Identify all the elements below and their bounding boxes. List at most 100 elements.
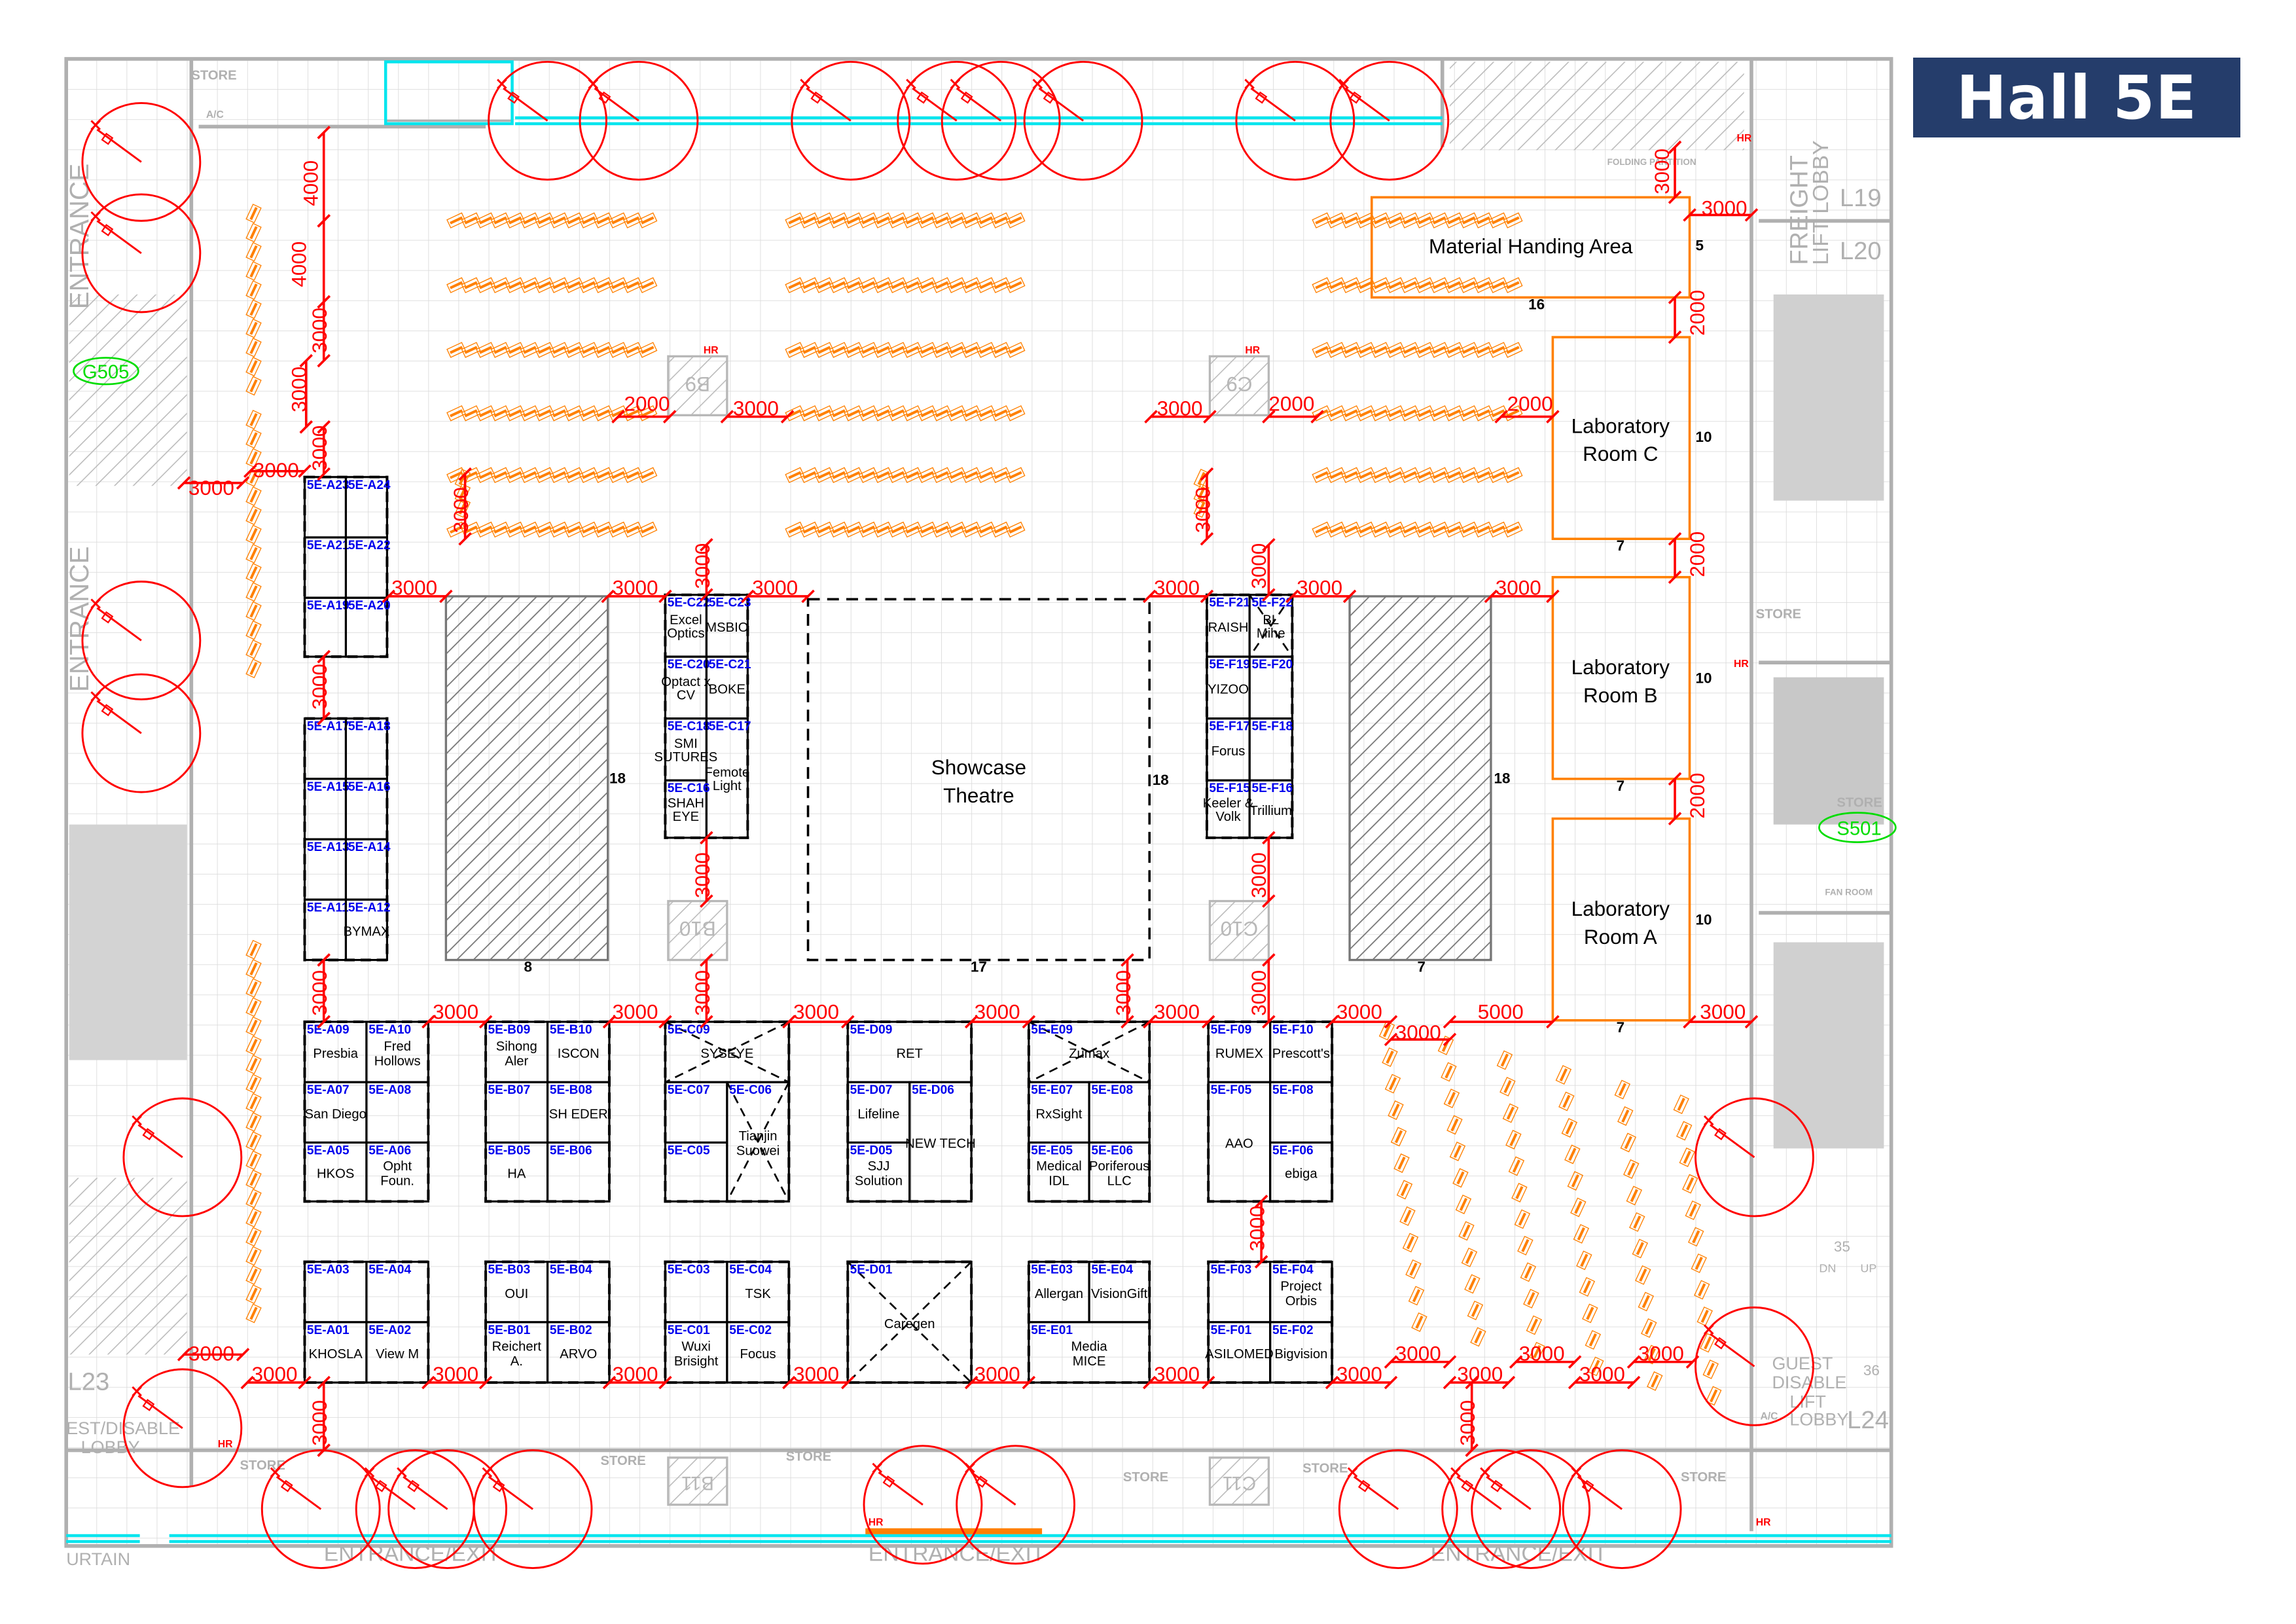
booth-5e-c03[interactable]: 5E-C03 [664,1261,728,1324]
booth-5e-b07[interactable]: 5E-B07 [484,1081,549,1144]
booth-cell[interactable] [664,779,708,839]
booth-5e-c07[interactable]: 5E-C07 [664,1081,728,1144]
booth-cell[interactable] [365,1321,429,1384]
booth-5e-a13[interactable]: 5E-A13 [303,838,350,901]
booth-5e-c05[interactable]: 5E-C05 [664,1141,728,1203]
booth-5e-a22[interactable]: 5E-A22 [344,536,391,599]
booth-5e-a04[interactable]: 5E-A04 [365,1261,429,1324]
booth-5e-a17[interactable]: 5E-A17 [303,717,350,780]
booth-cell[interactable] [1028,1321,1151,1384]
booth-5e-a18[interactable]: 5E-A18 [344,717,391,780]
booth-cell[interactable] [846,1141,911,1203]
booth-cell[interactable] [726,1321,790,1384]
booth-cell[interactable] [344,596,388,658]
booth-5e-e08[interactable]: 5E-E08 [1088,1081,1151,1144]
booth-cell[interactable] [1269,1141,1333,1203]
booth-5e-a14[interactable]: 5E-A14 [344,838,391,901]
booth-5e-a19[interactable]: 5E-A19 [303,596,350,658]
booth-cell[interactable] [705,717,749,839]
booth-5e-b04[interactable]: 5E-B04 [546,1261,611,1324]
booth-5e-a24[interactable]: 5E-A24 [344,476,391,539]
booth-cell[interactable] [546,1141,611,1203]
booth-cell[interactable] [546,1321,611,1384]
booth-cell[interactable] [365,1141,429,1203]
booth-cell[interactable] [1088,1141,1151,1203]
booth-cell[interactable] [1269,1321,1333,1384]
booth-cell[interactable] [846,1261,973,1384]
booth-5e-a23[interactable]: 5E-A23 [303,476,350,539]
booth-5e-a08[interactable]: 5E-A08 [365,1081,429,1144]
booth-5e-a20[interactable]: 5E-A20 [344,596,391,658]
booth-5e-f18[interactable]: 5E-F18 [1248,717,1293,782]
booth-5e-b06[interactable]: 5E-B06 [546,1141,611,1203]
booth-5e-f03[interactable]: 5E-F03 [1207,1261,1272,1324]
booth-5e-a11[interactable]: 5E-A11 [303,898,349,962]
booth-5e-a03[interactable]: 5E-A03 [303,1261,368,1324]
showcase-theatre[interactable]: Showcase Theatre 18 17 [806,598,1169,975]
booth-5e-f20[interactable]: 5E-F20 [1248,655,1293,720]
booth-5e-a21[interactable]: 5E-A21 [303,536,350,599]
booth-5e-f08[interactable]: 5E-F08 [1269,1081,1333,1144]
booth-id: 5E-A22 [348,539,391,552]
booth-5e-a16[interactable]: 5E-A16 [344,778,391,840]
booth-cell[interactable] [1248,779,1293,839]
booth-cell[interactable] [664,1141,728,1203]
booth-cell[interactable] [344,898,388,962]
lift-l19-label: L19 [1840,184,1882,212]
booth-5e-a15[interactable]: 5E-A15 [303,778,350,840]
